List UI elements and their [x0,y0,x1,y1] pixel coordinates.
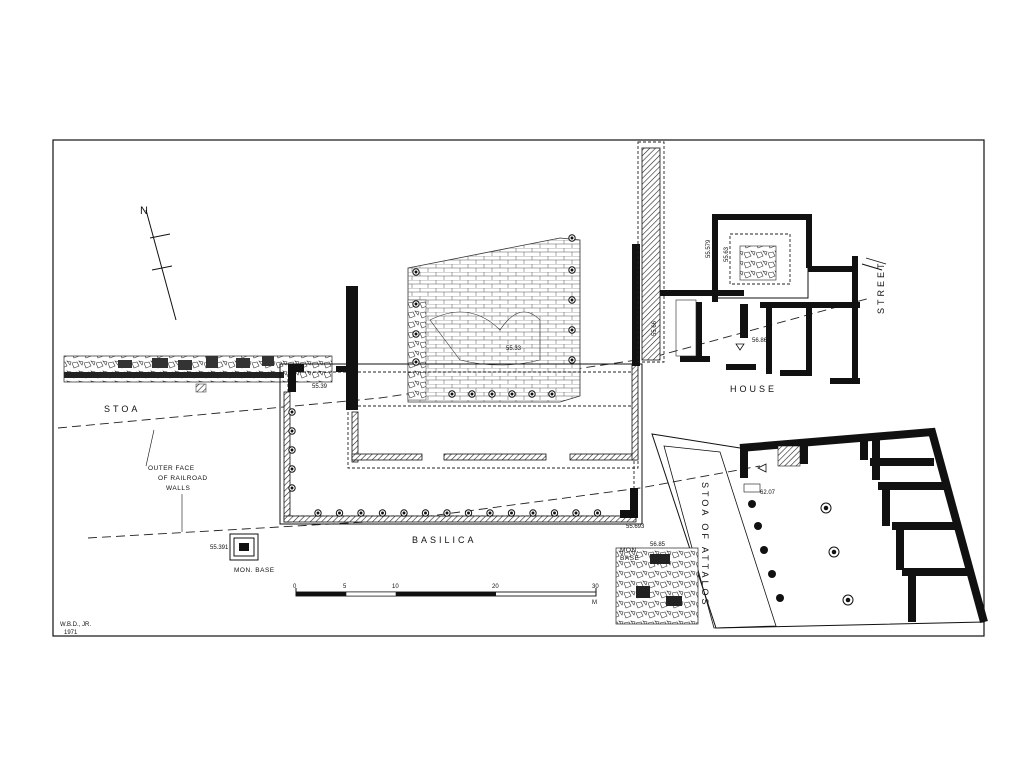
label-house: HOUSE [730,384,777,394]
railroad-wall-line-lower [87,465,761,539]
scale-tick-30: 30 [592,584,599,590]
column-core [290,448,294,452]
column-core [570,358,574,362]
scale-tick-0: 0 [293,584,297,590]
street-line-2 [865,257,887,265]
column-core [570,268,574,272]
house-plan [660,214,860,384]
elevation-55-33: 55.33 [506,346,522,352]
column-core [845,597,851,603]
scale-tick-5: 5 [343,584,347,590]
column-core [467,511,470,515]
mon-base-right-drawing [615,547,699,625]
label-stoa-of-attalos: STOA OF ATTALOS [700,482,710,608]
column-dot [776,594,784,602]
column-core [470,392,474,396]
label-street: STREET [876,260,886,314]
column-core [290,410,294,414]
elevation-55-391: 55.391 [210,545,229,551]
north-wall-dashed [637,141,665,363]
column-dot [760,546,768,554]
drawing-frame [52,139,985,637]
north-arrow: N [140,205,177,321]
label-outer-face-1: OUTER FACE [148,465,195,472]
mon-base-left-drawing [229,533,259,561]
column-core [570,298,574,302]
brick-paving [407,237,581,403]
elevation-56-85: 56.85 [650,542,666,548]
elevation-56-86: 56.86 [752,338,768,344]
column-core [424,511,427,515]
north-wall-remains [641,147,661,361]
column-core [290,486,294,490]
column-core [550,392,554,396]
elevation-55-63: 55.63 [724,246,730,262]
column-core [510,511,513,515]
credit-author: W.B.D., JR. [60,622,91,628]
column-core [490,392,494,396]
column-core [570,236,574,240]
elevation-62-07: 62.07 [760,490,776,496]
column-core [823,505,829,511]
column-core [414,270,418,274]
scale-bar [295,588,597,597]
elevation-55-39: 55.39 [312,384,328,390]
elevation-55-693: 55.693 [626,524,645,530]
street-line [861,263,883,271]
scale-tick-20: 20 [492,584,499,590]
column-core [290,429,294,433]
column-core [574,511,578,515]
credit-year: 1971 [64,630,78,636]
column-core [445,511,449,515]
label-outer-face-3: WALLS [166,485,190,492]
column-core [510,392,514,396]
column-core [316,511,320,515]
label-basilica: BASILICA [412,535,477,545]
column-core [414,302,418,306]
label-outer-face-2: OF RAILROAD [158,475,208,482]
column-core [570,328,574,332]
column-core [359,511,363,515]
column-core [414,332,418,336]
column-core [488,511,492,515]
column-core [531,511,535,515]
elevation-55-66: 55.66 [652,320,658,336]
leader-outer-face-up [145,429,155,467]
scale-unit: M [592,600,597,606]
column-core [414,360,418,364]
column-dot [768,570,776,578]
column-dot [754,522,762,530]
basilica-walls [279,244,643,525]
column-core [402,511,406,515]
north-label: N [140,205,148,217]
column-core [381,511,384,515]
column-core [338,511,341,515]
column-core [831,549,837,555]
label-mon-base-left: MON. BASE [234,567,275,574]
label-mon-base-right-1: MON. [620,547,639,554]
column-dot [748,500,756,508]
stoa-of-attalos-columns [748,500,854,606]
label-mon-base-right-2: BASE [620,555,640,562]
scale-tick-10: 10 [392,584,399,590]
stoa-remains [63,355,333,393]
elevation-55-579: 55.579 [706,239,712,258]
column-core [290,467,294,471]
column-core [553,511,556,515]
basilica-columns [288,234,602,517]
label-stoa: STOA [104,404,140,414]
column-core [450,392,454,396]
railroad-wall-line-upper [57,297,871,429]
column-core [596,511,599,515]
stoa-of-attalos-plan [651,427,988,629]
column-core [530,392,534,396]
